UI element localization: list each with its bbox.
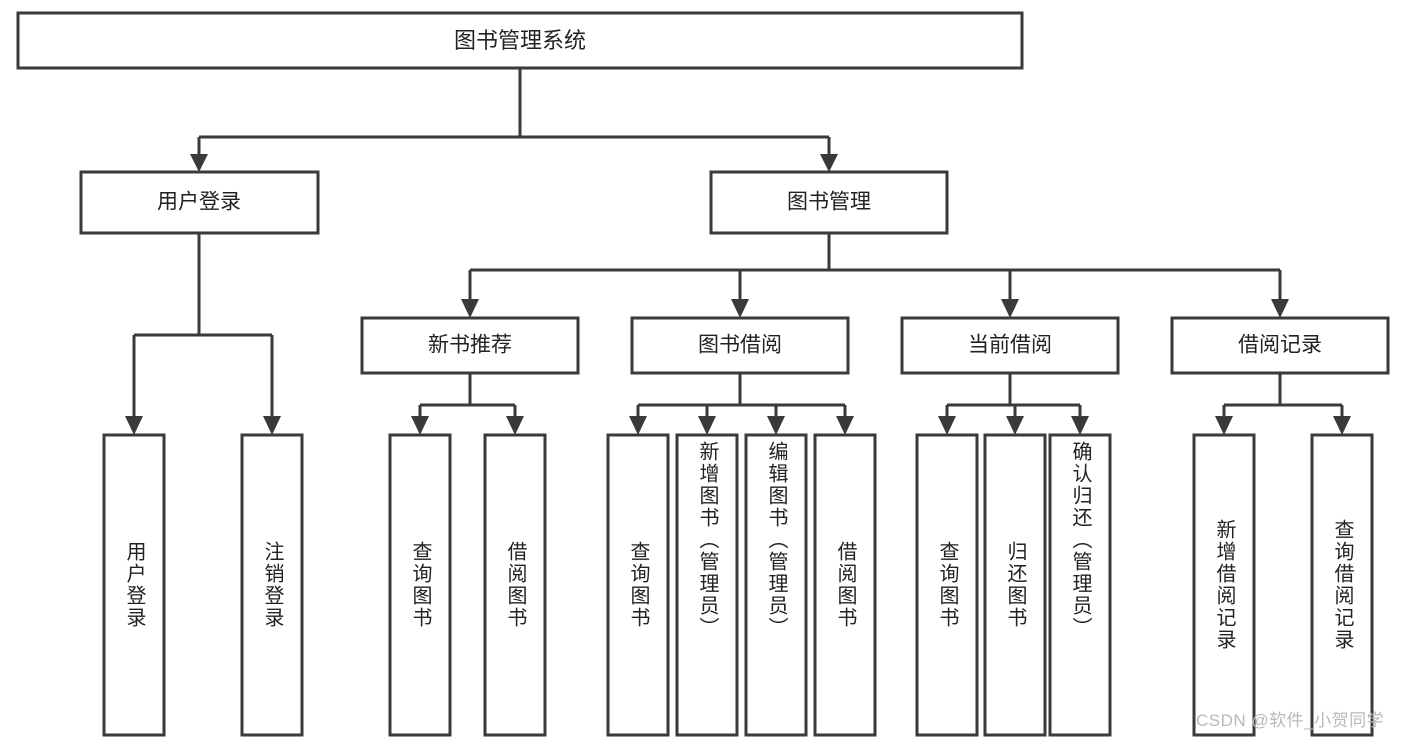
node-user-login[interactable]: 用户登录 bbox=[79, 170, 320, 235]
connector-group-borrow-record bbox=[1215, 373, 1351, 435]
arrow-leaf-query-book-3 bbox=[938, 416, 956, 435]
node-book-manage-box[interactable] bbox=[709, 170, 949, 235]
node-book-borrow[interactable]: 图书借阅 bbox=[630, 316, 850, 375]
node-leaf-add-book-box[interactable] bbox=[675, 433, 739, 737]
node-book-borrow-label: 图书借阅 bbox=[698, 334, 782, 357]
node-leaf-confirm-return-box[interactable] bbox=[1048, 433, 1112, 737]
arrow-to-new-book-recommend bbox=[461, 299, 479, 318]
node-leaf-query-book-2-box[interactable] bbox=[606, 433, 670, 737]
node-current-borrow[interactable]: 当前借阅 bbox=[900, 316, 1120, 375]
arrow-leaf-borrow-book-1 bbox=[506, 416, 524, 435]
arrow-leaf-borrow-book-2 bbox=[836, 416, 854, 435]
arrow-to-borrow-record bbox=[1271, 299, 1289, 318]
node-user-login-box[interactable] bbox=[79, 170, 320, 235]
node-new-book-recommend-label: 新书推荐 bbox=[428, 334, 512, 357]
node-leaf-query-book-1-box[interactable] bbox=[388, 433, 452, 737]
arrow-to-book-manage bbox=[820, 154, 838, 172]
arrow-leaf-edit-book bbox=[767, 416, 785, 435]
node-borrow-record-box[interactable] bbox=[1170, 316, 1390, 375]
node-leaf-edit-book-box[interactable] bbox=[744, 433, 808, 737]
arrow-leaf-query-book-1 bbox=[411, 416, 429, 435]
node-leaf-borrow-book-1-box[interactable] bbox=[483, 433, 547, 737]
arrow-leaf-query-record bbox=[1333, 416, 1351, 435]
node-book-borrow-box[interactable] bbox=[630, 316, 850, 375]
node-borrow-record[interactable]: 借阅记录 bbox=[1170, 316, 1390, 375]
connector-group-book-manage bbox=[461, 233, 1289, 318]
node-leaf-query-book-3-box[interactable] bbox=[915, 433, 979, 737]
connector-group-user-login bbox=[125, 233, 281, 435]
csdn-watermark: CSDN @软件_小贺同学 bbox=[1196, 711, 1385, 730]
node-leaf-borrow-book-2-box[interactable] bbox=[813, 433, 877, 737]
arrow-leaf-query-book-2 bbox=[629, 416, 647, 435]
node-current-borrow-label: 当前借阅 bbox=[968, 334, 1052, 357]
connector-group-book-borrow bbox=[629, 373, 854, 435]
arrow-to-user-login bbox=[190, 154, 208, 172]
connector-group-new-book-recommend bbox=[411, 373, 524, 435]
connector-group-current-borrow bbox=[938, 373, 1089, 435]
arrow-leaf-add-record bbox=[1215, 416, 1233, 435]
node-new-book-recommend[interactable]: 新书推荐 bbox=[360, 316, 580, 375]
arrow-leaf-user-login bbox=[125, 416, 143, 435]
arrow-to-book-borrow bbox=[731, 299, 749, 318]
arrow-leaf-return-book bbox=[1006, 416, 1024, 435]
arrow-leaf-logout bbox=[263, 416, 281, 435]
arrow-leaf-add-book bbox=[698, 416, 716, 435]
node-user-login-label: 用户登录 bbox=[157, 191, 241, 214]
node-new-book-recommend-box[interactable] bbox=[360, 316, 580, 375]
node-root-box[interactable] bbox=[16, 11, 1024, 70]
node-borrow-record-label: 借阅记录 bbox=[1238, 334, 1322, 357]
node-root-label: 图书管理系统 bbox=[454, 28, 586, 53]
node-book-manage-label: 图书管理 bbox=[787, 191, 871, 214]
node-root[interactable]: 图书管理系统 bbox=[16, 11, 1024, 70]
node-leaf-user-login-box[interactable] bbox=[102, 433, 166, 737]
node-leaf-add-record-box[interactable] bbox=[1192, 433, 1256, 737]
node-leaf-return-book-box[interactable] bbox=[983, 433, 1047, 737]
arrow-leaf-confirm-return bbox=[1071, 416, 1089, 435]
node-current-borrow-box[interactable] bbox=[900, 316, 1120, 375]
arrow-to-current-borrow bbox=[1001, 299, 1019, 318]
connector-group-root bbox=[190, 68, 838, 172]
node-book-manage[interactable]: 图书管理 bbox=[709, 170, 949, 235]
node-leaf-logout-box[interactable] bbox=[240, 433, 304, 737]
node-leaf-query-record-box[interactable] bbox=[1310, 433, 1374, 737]
